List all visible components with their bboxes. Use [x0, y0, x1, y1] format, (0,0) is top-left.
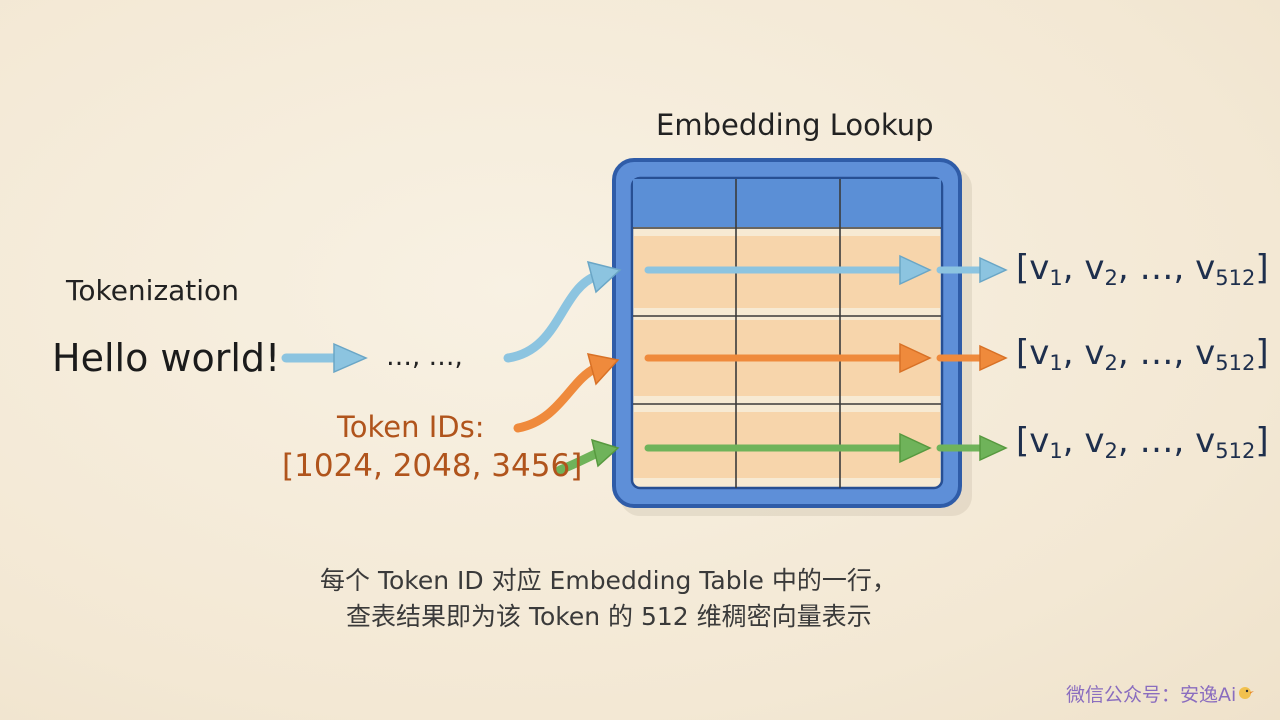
input-to-ellipsis-arrow [281, 342, 368, 374]
table-grid [633, 179, 941, 488]
tokenids-to-row2-arrow [513, 353, 620, 433]
caption-line-2: 查表结果即为该 Token 的 512 维稠密向量表示 [346, 602, 872, 631]
row2-lookup-arrow [644, 342, 932, 374]
row1-lookup-arrow [644, 254, 932, 286]
row3-output-arrow [936, 434, 1008, 462]
row1-output-arrow [936, 256, 1008, 284]
watermark-text: 微信公众号：安逸Ai [1066, 684, 1237, 706]
vector-output-3: [v1, v2, …, v512] [1016, 421, 1269, 463]
caption-line-1: 每个 Token ID 对应 Embedding Table 中的一行， [320, 566, 897, 595]
vector-output-2: [v1, v2, …, v512] [1016, 333, 1269, 375]
row2-output-arrow [936, 344, 1008, 372]
token-ellipsis: …, …, [386, 342, 463, 372]
token-ids-label: Token IDs: [337, 410, 485, 444]
vector-output-1: [v1, v2, …, v512] [1016, 248, 1269, 290]
ellipsis-to-row1-arrow [503, 260, 622, 363]
embedding-lookup-title: Embedding Lookup [656, 108, 934, 142]
input-text: Hello world! [52, 336, 281, 380]
token-ids-value: [1024, 2048, 3456] [282, 448, 583, 484]
bird-logo-icon [1236, 683, 1255, 701]
watermark: 微信公众号：安逸Ai [1066, 680, 1255, 707]
embedding-table-header [633, 179, 941, 227]
row3-lookup-arrow [644, 432, 932, 464]
tokenids-to-row3-arrow [555, 438, 620, 475]
tokenization-label: Tokenization [66, 274, 239, 307]
